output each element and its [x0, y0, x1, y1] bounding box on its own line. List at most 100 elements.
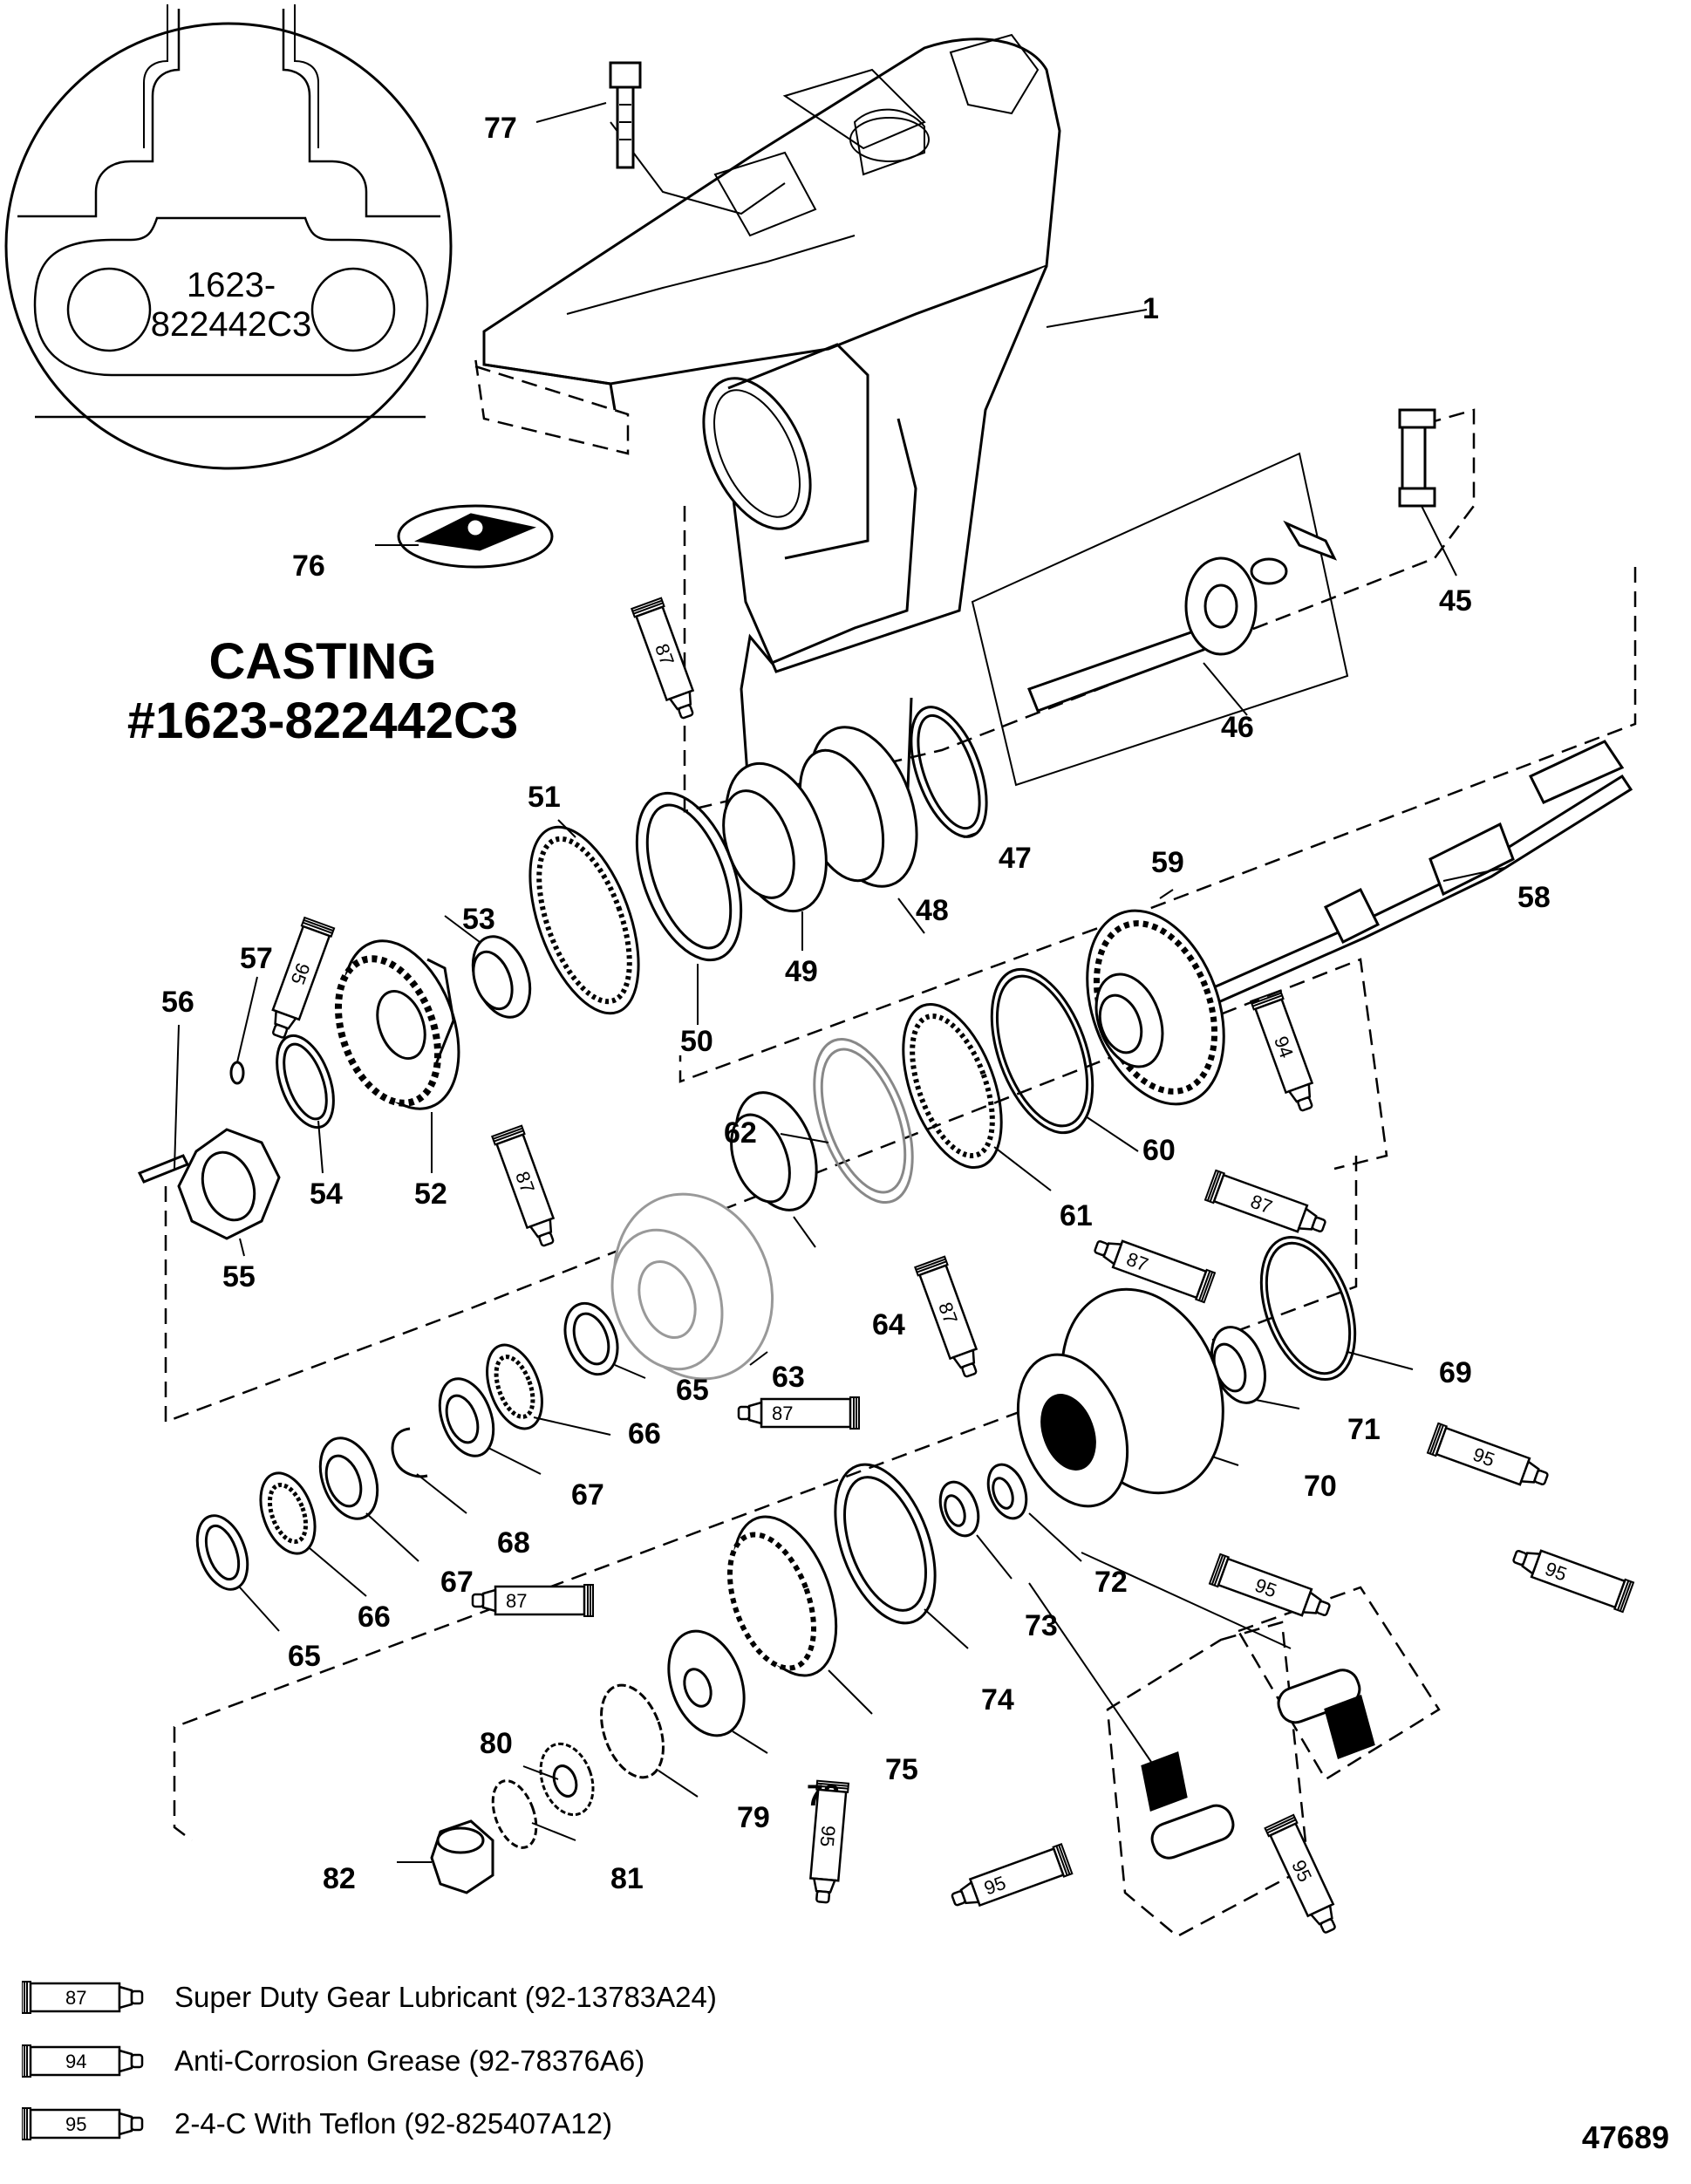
callout-47: 47 [999, 842, 1032, 875]
part-46-shift-assembly [971, 452, 1349, 787]
callout-60: 60 [1142, 1134, 1176, 1167]
tube-87-g: 87 [471, 1583, 595, 1618]
callout-45: 45 [1439, 584, 1472, 618]
tube-87-d: 87 [914, 1255, 987, 1382]
part-45-strap [1398, 408, 1436, 508]
part-63-bearing-carrier [610, 1192, 774, 1381]
callout-62: 62 [724, 1116, 757, 1150]
callout-64: 64 [872, 1308, 905, 1341]
callout-53: 53 [462, 903, 495, 936]
part-65-washer-upper [563, 1301, 619, 1376]
callout-75: 75 [885, 1753, 918, 1786]
seal-install-detail-a [1141, 1751, 1235, 1860]
part-47-ring [910, 706, 988, 838]
housing-bore [702, 343, 869, 560]
casting-heading: CASTING #1623-822442C3 [52, 632, 593, 751]
part-55-clutch [177, 1128, 281, 1240]
callout-74: 74 [981, 1683, 1014, 1716]
callout-77: 77 [484, 112, 517, 145]
part-54-ring [276, 1034, 335, 1130]
legend-text-94: Anti-Corrosion Grease (92-78376A6) [174, 2044, 645, 2077]
tube-94: 94 [1250, 989, 1323, 1116]
callout-46: 46 [1221, 711, 1254, 744]
part-51-thrust-bearing [528, 825, 640, 1015]
casting-line-1: CASTING [208, 633, 437, 690]
svg-text:87: 87 [65, 1987, 86, 2009]
part-71-bearing [1210, 1326, 1266, 1404]
callout-48: 48 [916, 894, 949, 927]
callout-65-upper: 65 [676, 1374, 709, 1407]
svg-text:95: 95 [816, 1825, 840, 1848]
tube-95-legend-icon: 95 [22, 2106, 144, 2141]
part-62-washer [813, 1037, 914, 1205]
svg-text:95: 95 [65, 2113, 86, 2135]
casting-detail-inset: 1623- 822442C3 [4, 4, 453, 470]
part-66-bearing-upper [486, 1343, 543, 1430]
part-76-anode [397, 504, 554, 569]
diagram-id: 47689 [1581, 2119, 1669, 2155]
callout-58: 58 [1517, 881, 1551, 914]
callout-66-lower: 66 [358, 1600, 391, 1634]
part-72-seal [986, 1463, 1028, 1520]
part-58-propeller-shaft [1199, 740, 1633, 1010]
part-67-seal-lower [318, 1437, 379, 1520]
part-60-ring [990, 967, 1094, 1135]
part-59-reverse-gear [1086, 909, 1225, 1106]
part-66-bearing-lower [259, 1471, 317, 1555]
inset-label-line1: 1623- [187, 266, 276, 304]
callout-50: 50 [680, 1025, 713, 1058]
callout-66-upper: 66 [628, 1417, 661, 1450]
part-53-bearing [471, 935, 532, 1019]
part-70-bearing-carrier [1016, 1287, 1224, 1508]
callout-73: 73 [1025, 1609, 1058, 1642]
callout-69: 69 [1439, 1356, 1472, 1389]
callout-61: 61 [1060, 1199, 1093, 1232]
part-77-bolt [609, 61, 642, 169]
gear-housing [482, 33, 1061, 874]
tube-95-f: 95 [1264, 1813, 1346, 1939]
callout-52: 52 [414, 1177, 447, 1211]
tube-87-e: 87 [1089, 1230, 1217, 1304]
casting-line-2: #1623-822442C3 [126, 693, 519, 749]
part-74-tab-washer [834, 1463, 937, 1625]
svg-text:87: 87 [772, 1403, 793, 1424]
part-56-pin [137, 1154, 190, 1184]
tube-95-b: 95 [1426, 1422, 1553, 1496]
callout-63: 63 [772, 1361, 805, 1394]
callout-82: 82 [323, 1862, 356, 1895]
part-80-spacer [539, 1742, 595, 1817]
callout-65-lower: 65 [288, 1640, 321, 1673]
tube-87-legend-icon: 87 [22, 1980, 144, 2015]
legend-text-87: Super Duty Gear Lubricant (92-13783A24) [174, 1981, 717, 2013]
tube-87-b: 87 [491, 1124, 564, 1251]
callout-76: 76 [292, 549, 325, 583]
part-callouts: 1 45 46 47 48 49 50 51 52 53 54 55 56 57… [161, 112, 1551, 1895]
callout-68: 68 [497, 1526, 530, 1560]
callout-71: 71 [1347, 1413, 1381, 1446]
part-82-prop-nut [430, 1819, 494, 1894]
tube-95-a: 95 [262, 916, 336, 1043]
callout-57: 57 [240, 942, 273, 975]
seal-install-detail-b [1277, 1669, 1375, 1759]
callout-80: 80 [480, 1727, 513, 1760]
part-50-washer [635, 791, 743, 962]
part-69-o-ring [1259, 1235, 1357, 1382]
callout-81: 81 [610, 1862, 644, 1895]
legend-row-95: 95 2-4-C With Teflon (92-825407A12) [22, 2102, 981, 2146]
part-67-seal-upper [438, 1377, 495, 1457]
callout-59: 59 [1151, 846, 1184, 879]
tube-87-f: 87 [737, 1396, 861, 1430]
part-61-thrust-bearing [902, 1002, 1003, 1170]
callout-67-upper: 67 [571, 1478, 604, 1512]
part-79-tab-washer [600, 1683, 665, 1779]
callout-67-lower: 67 [440, 1566, 474, 1599]
callout-79: 79 [737, 1801, 770, 1834]
callout-72: 72 [1094, 1566, 1128, 1599]
part-73-seal [938, 1480, 980, 1538]
svg-text:94: 94 [65, 2051, 86, 2072]
part-57-spring [229, 1061, 245, 1085]
tube-87-c: 87 [1203, 1169, 1331, 1243]
part-48-bearing-race [798, 726, 918, 888]
leader-lines [174, 102, 1505, 1863]
